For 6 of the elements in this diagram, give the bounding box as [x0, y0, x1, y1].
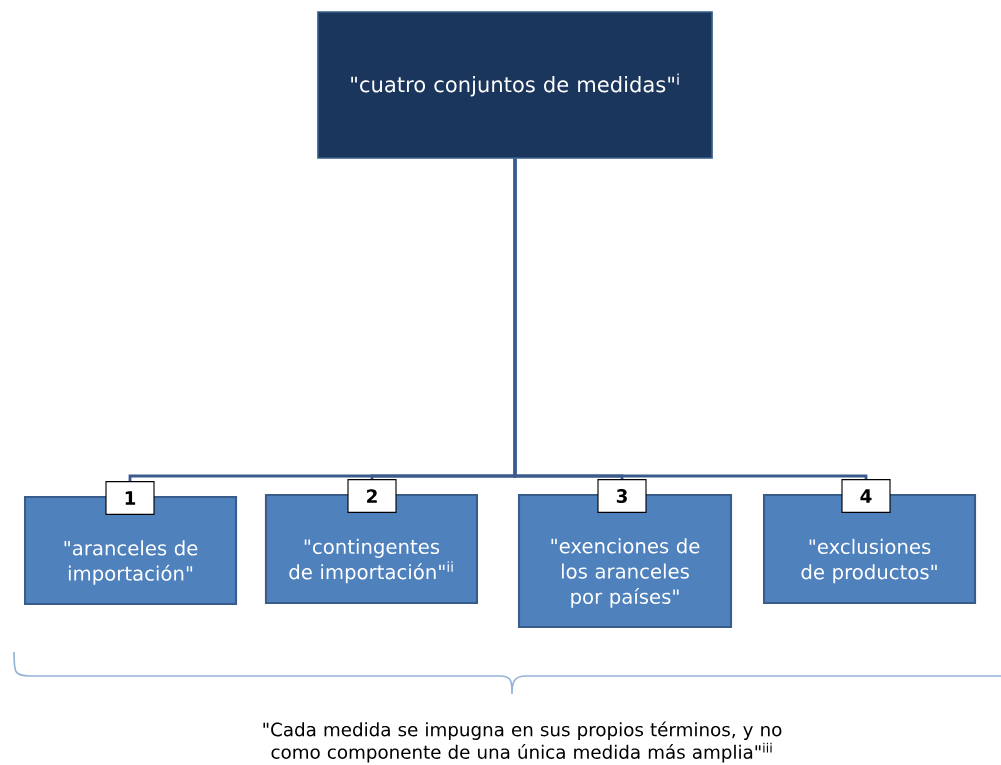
number-box: 2	[347, 479, 397, 513]
caption: "Cada medida se impugna en sus propios términos, y no como componente de una única medida más amplia"$^{iii}$	[263, 721, 782, 763]
number-box: 4	[841, 479, 891, 513]
number-box: 3	[597, 479, 647, 513]
number-box: 1	[105, 481, 155, 515]
title-box: "cuatro conjuntos de medidas"$^{i}$	[317, 11, 713, 159]
